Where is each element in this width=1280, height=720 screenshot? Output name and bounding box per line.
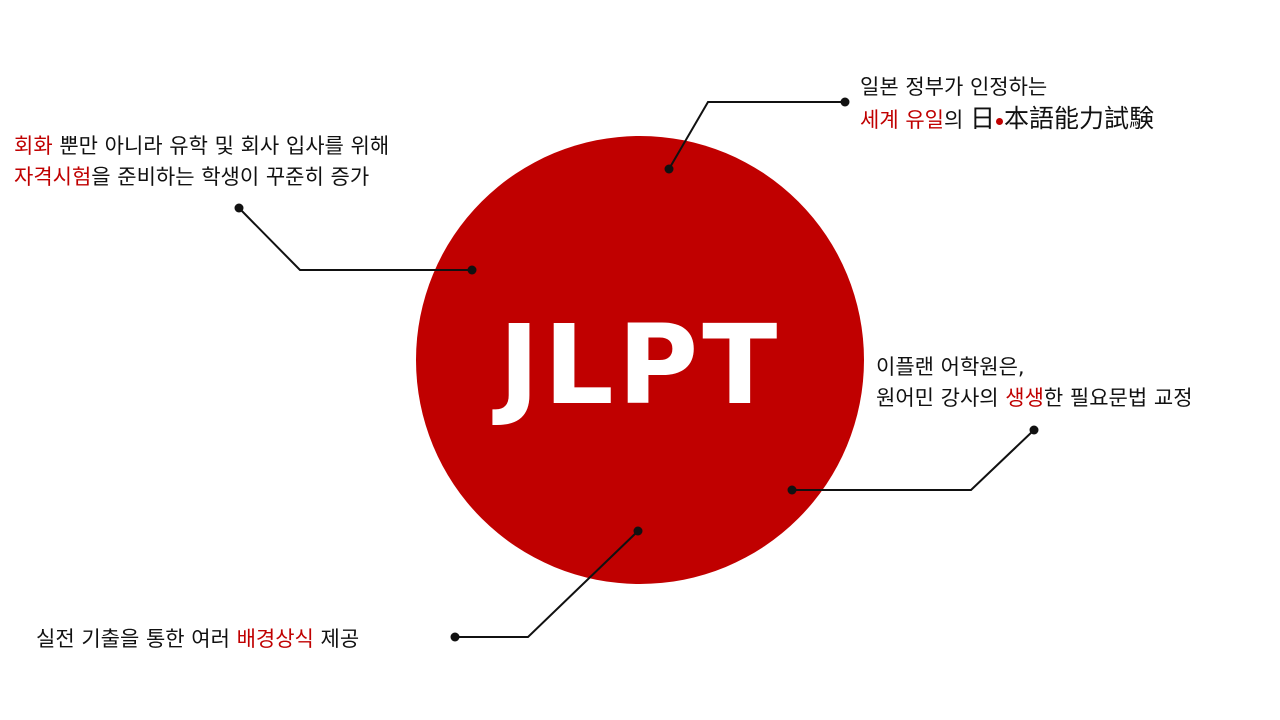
- connector-mid-right-dot-outer: [1029, 425, 1039, 435]
- connector-bottom-left: [455, 530, 639, 638]
- note-mid-right-line2: 원어민 강사의 생생한 필요문법 교정: [876, 383, 1193, 414]
- flag-dot-icon: [995, 117, 1003, 125]
- note-mid-right-line1: 이플랜 어학원은,: [876, 355, 1025, 379]
- note-mid-right: 이플랜 어학원은, 원어민 강사의 생생한 필요문법 교정: [876, 352, 1193, 414]
- note-text: 뿐만 아니라 유학 및 회사 입사를 위해: [52, 134, 390, 158]
- connector-top-left-dot-outer: [234, 203, 244, 213]
- note-text: 원어민 강사의: [876, 386, 1006, 410]
- connector-top-left: [238, 207, 472, 271]
- center-label: JLPT: [498, 301, 782, 429]
- note-text: 제공: [313, 627, 360, 651]
- note-bottom-left: 실전 기출을 통한 여러 배경상식 제공: [36, 624, 359, 655]
- note-text: 을 준비하는 학생이 꾸준히 증가: [91, 165, 370, 189]
- note-top-right-line2: 세계 유일의 日本語能力試験: [860, 103, 1154, 136]
- note-top-left-line2: 자격시험을 준비하는 학생이 꾸준히 증가: [14, 162, 389, 193]
- note-top-right-line1: 일본 정부가 인정하는: [860, 75, 1048, 99]
- highlight-text: 배경상식: [236, 627, 314, 651]
- connector-top-right: [668, 101, 845, 170]
- connector-bottom-left-dot-inner: [633, 526, 643, 536]
- connector-bottom-left-dot-outer: [450, 632, 460, 642]
- connector-mid-right-dot-inner: [787, 485, 797, 495]
- jlpt-circle: [416, 136, 864, 584]
- cjk-text-first: 日: [969, 104, 995, 133]
- highlight-text: 세계 유일: [860, 108, 944, 132]
- cjk-text-rest: 本語能力試験: [1003, 104, 1154, 133]
- note-text: 한 필요문법 교정: [1043, 386, 1193, 410]
- connector-top-right-dot-outer: [840, 97, 850, 107]
- note-top-left-line1: 회화 뿐만 아니라 유학 및 회사 입사를 위해: [14, 131, 389, 162]
- highlight-text: 생생: [1005, 386, 1044, 410]
- note-bottom-left-line1: 실전 기출을 통한 여러 배경상식 제공: [36, 624, 359, 655]
- highlight-text: 자격시험: [14, 165, 92, 189]
- connector-mid-right: [792, 429, 1035, 491]
- highlight-text: 회화: [14, 134, 53, 158]
- connector-top-left-dot-inner: [467, 265, 477, 275]
- note-text: 의: [943, 108, 970, 132]
- note-top-right: 일본 정부가 인정하는 세계 유일의 日本語能力試験: [860, 72, 1154, 136]
- note-top-left: 회화 뿐만 아니라 유학 및 회사 입사를 위해 자격시험을 준비하는 학생이 …: [14, 131, 389, 193]
- connector-top-right-dot-inner: [664, 164, 674, 174]
- note-text: 실전 기출을 통한 여러: [36, 627, 237, 651]
